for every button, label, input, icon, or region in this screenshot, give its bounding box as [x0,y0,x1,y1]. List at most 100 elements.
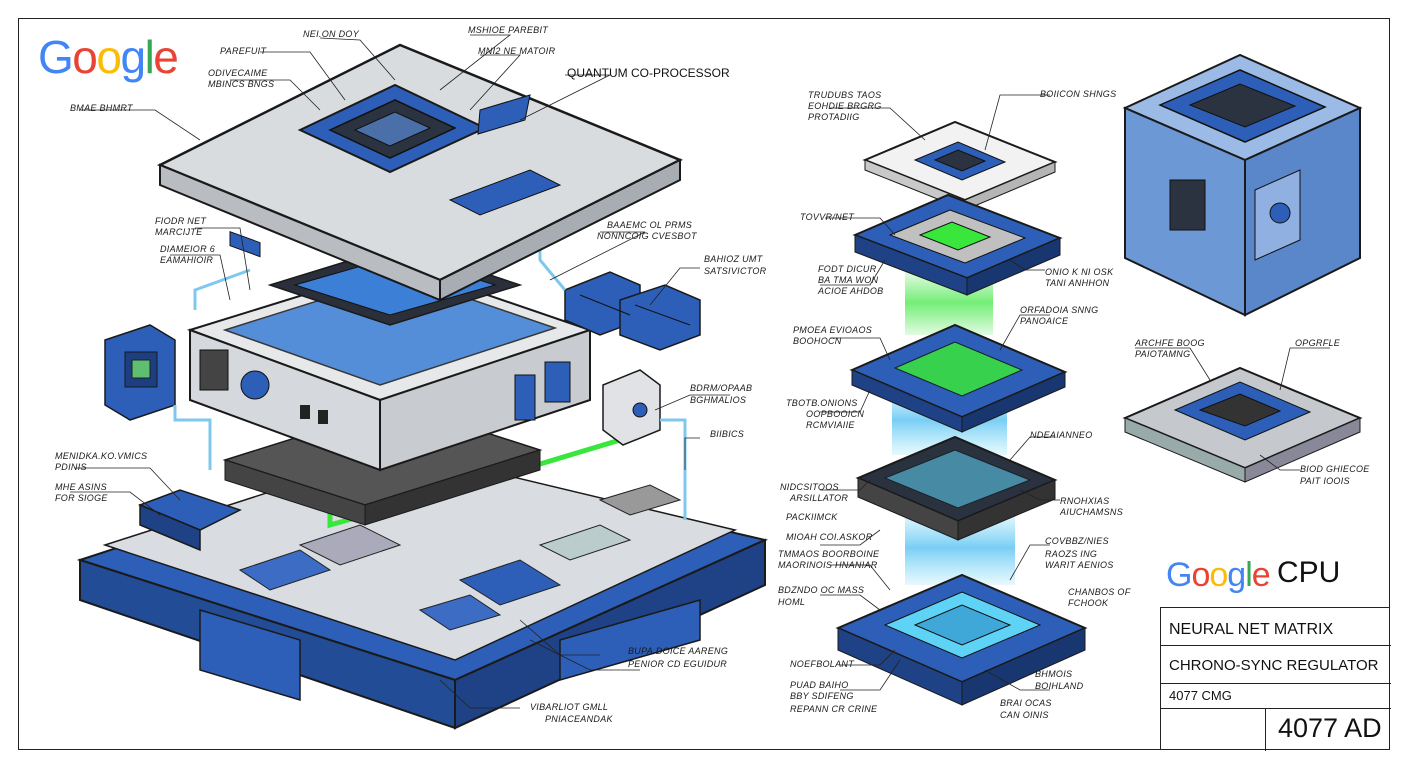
callout-label: ODIVECAIME [208,68,268,78]
title-block-row: CHRONO-SYNC REGULATOR [1161,646,1391,684]
callout-label: COVBBZ/NIES [1045,536,1109,546]
callout-label: MHE ASINS [55,482,107,492]
callout-label: BGHMALIOS [690,395,746,405]
callout-label: PANOAICE [1020,316,1069,326]
callout-label: TBOTB.ONIONS [786,398,858,408]
logo-letter: l [144,31,155,83]
callout-label: PNIACEANDAK [545,714,614,724]
title-block-cell [1161,708,1265,751]
logo-letter: o [96,31,122,83]
callout-label: BDZNDO OC MASS [778,585,864,595]
callout-label: BIOD GHIECOE [1300,464,1370,474]
logo-letter: o [1191,556,1210,594]
labels-left-assembly: NEI.ON DOY PAREFUIT MSHIOE PAREBIT MNI2 … [55,25,767,724]
callout-label: QUANTUM CO-PROCESSOR [567,66,730,80]
callout-label: EAMAHIOIR [160,255,213,265]
callout-label: NONNCOIG CVESBOT [597,231,698,241]
middle-exploded-stack [835,120,1088,706]
logo-letter: G [38,31,74,83]
callout-label: NIDCSITOOS [780,482,839,492]
callout-label: MARCIJTE [155,227,203,237]
logo-letter: g [1227,556,1246,594]
callout-label: NOEFBOLANT [790,659,855,669]
callout-label: MNI2 NE MATOIR [478,46,556,56]
callout-label: PAREFUIT [220,46,267,56]
side-module-left [104,324,212,470]
logo-letter: e [1251,556,1271,594]
labels-right-component: ARCHFE BOOG PAIOTAMNG OPGRFLE BIOD GHIEC… [1134,338,1370,486]
logo-letter: e [153,31,179,83]
callout-label: MENIDKA.KO.VMICS [55,451,147,461]
callout-label: EOHDIE BRGRG [808,101,882,111]
title-block-row: NEURAL NET MATRIX [1161,608,1391,646]
callout-label: RNOHXIAS [1060,496,1109,506]
logo-letter: g [120,31,146,83]
callout-label: AIUCHAMSNS [1059,507,1123,517]
callout-label: BAHIOZ UMT [704,254,764,264]
callout-label: PAIT IOOIS [1300,476,1350,486]
callout-label: TMMAOS BOORBOINE [778,549,880,559]
callout-label: MAORINOIS HNANIAR [778,560,878,570]
callout-label: MBINCS BNGS [208,79,274,89]
callout-label: BHMOIS [1035,669,1072,679]
callout-label: TANI ANHHON [1045,278,1110,288]
callout-label: RAOZS ING [1045,549,1097,559]
callout-label: TOVVR/NET [800,212,855,222]
logo-letter: l [1245,556,1253,594]
middle-stack [186,244,594,526]
logo-letter: o [72,31,98,83]
logo-letter: o [1209,556,1228,594]
callout-label: BOIHLAND [1035,681,1084,691]
callout-label: NEI.ON DOY [303,29,360,39]
callout-label: BIIBICS [710,429,744,439]
callout-label: BBY SDIFENG [790,691,854,701]
base-board [76,449,769,730]
callout-label: PAIOTAMNG [1135,349,1190,359]
callout-label: TRUDUBS TAOS [808,90,881,100]
callout-label: OOPBOOICN [806,409,864,419]
logo-letter: G [1166,556,1192,594]
sheet-border [18,18,1390,750]
callout-label: FOR SIOGE [55,493,108,503]
right-mid-component [1122,366,1363,483]
callout-label: WARIT AENIOS [1045,560,1114,570]
assembled-cube [1122,53,1363,317]
callout-label: FCHOOK [1068,598,1109,608]
callout-label: BAAEMC OL PRMS [607,220,692,230]
callout-label: RCMVIAIIE [806,420,855,430]
callout-label: ACIOE AHDOB [817,286,883,296]
title-block: NEURAL NET MATRIX CHRONO-SYNC REGULATOR … [1160,607,1391,751]
callout-label: ORFADOIA SNNG [1020,305,1098,315]
callout-label: CAN OINIS [1000,710,1049,720]
callout-label: PUAD BAIHO [790,680,849,690]
top-lid [156,43,684,302]
callout-label: BA TMA WON [818,275,879,285]
callout-label: BUPA.DOICE AARENG [628,646,728,656]
callout-label: PDINIS [55,462,87,472]
callout-label: CHANBOS OF [1068,587,1131,597]
cpu-product-word: CPU [1277,556,1341,589]
callout-label: MIOAH COI.ASKOR [786,532,873,542]
callout-label: ONIO K NI OSK [1045,267,1114,277]
google-logo-small: Google [1166,556,1271,595]
callout-label: MSHIOE PAREBIT [468,25,549,35]
callout-label: HOML [778,597,805,607]
google-logo: Google [38,30,179,84]
callout-label: BOOHOCN [793,336,842,346]
callout-label: OPGRFLE [1295,338,1341,348]
callout-label: FIODR NET [155,216,207,226]
title-block-date: 4077 AD [1265,708,1391,751]
callout-label: ARSILLATOR [789,493,848,503]
callout-label: PACKIIMCK [786,512,838,522]
callout-label: VIBARLIOT GMLL [530,702,608,712]
callout-label: FODT DICUR [818,264,877,274]
title-block-row: 4077 CMG [1169,688,1232,703]
callout-label: BOIICON SHNGS [1040,89,1116,99]
callout-label: NDEAIANNEO [1030,430,1093,440]
callout-label: PROTADIIG [808,112,860,122]
callout-label: BDRM/OPAAB [690,383,752,393]
callout-label: PENIOR CD EGUIDUR [628,659,727,669]
callout-label: SATSIVICTOR [704,266,767,276]
